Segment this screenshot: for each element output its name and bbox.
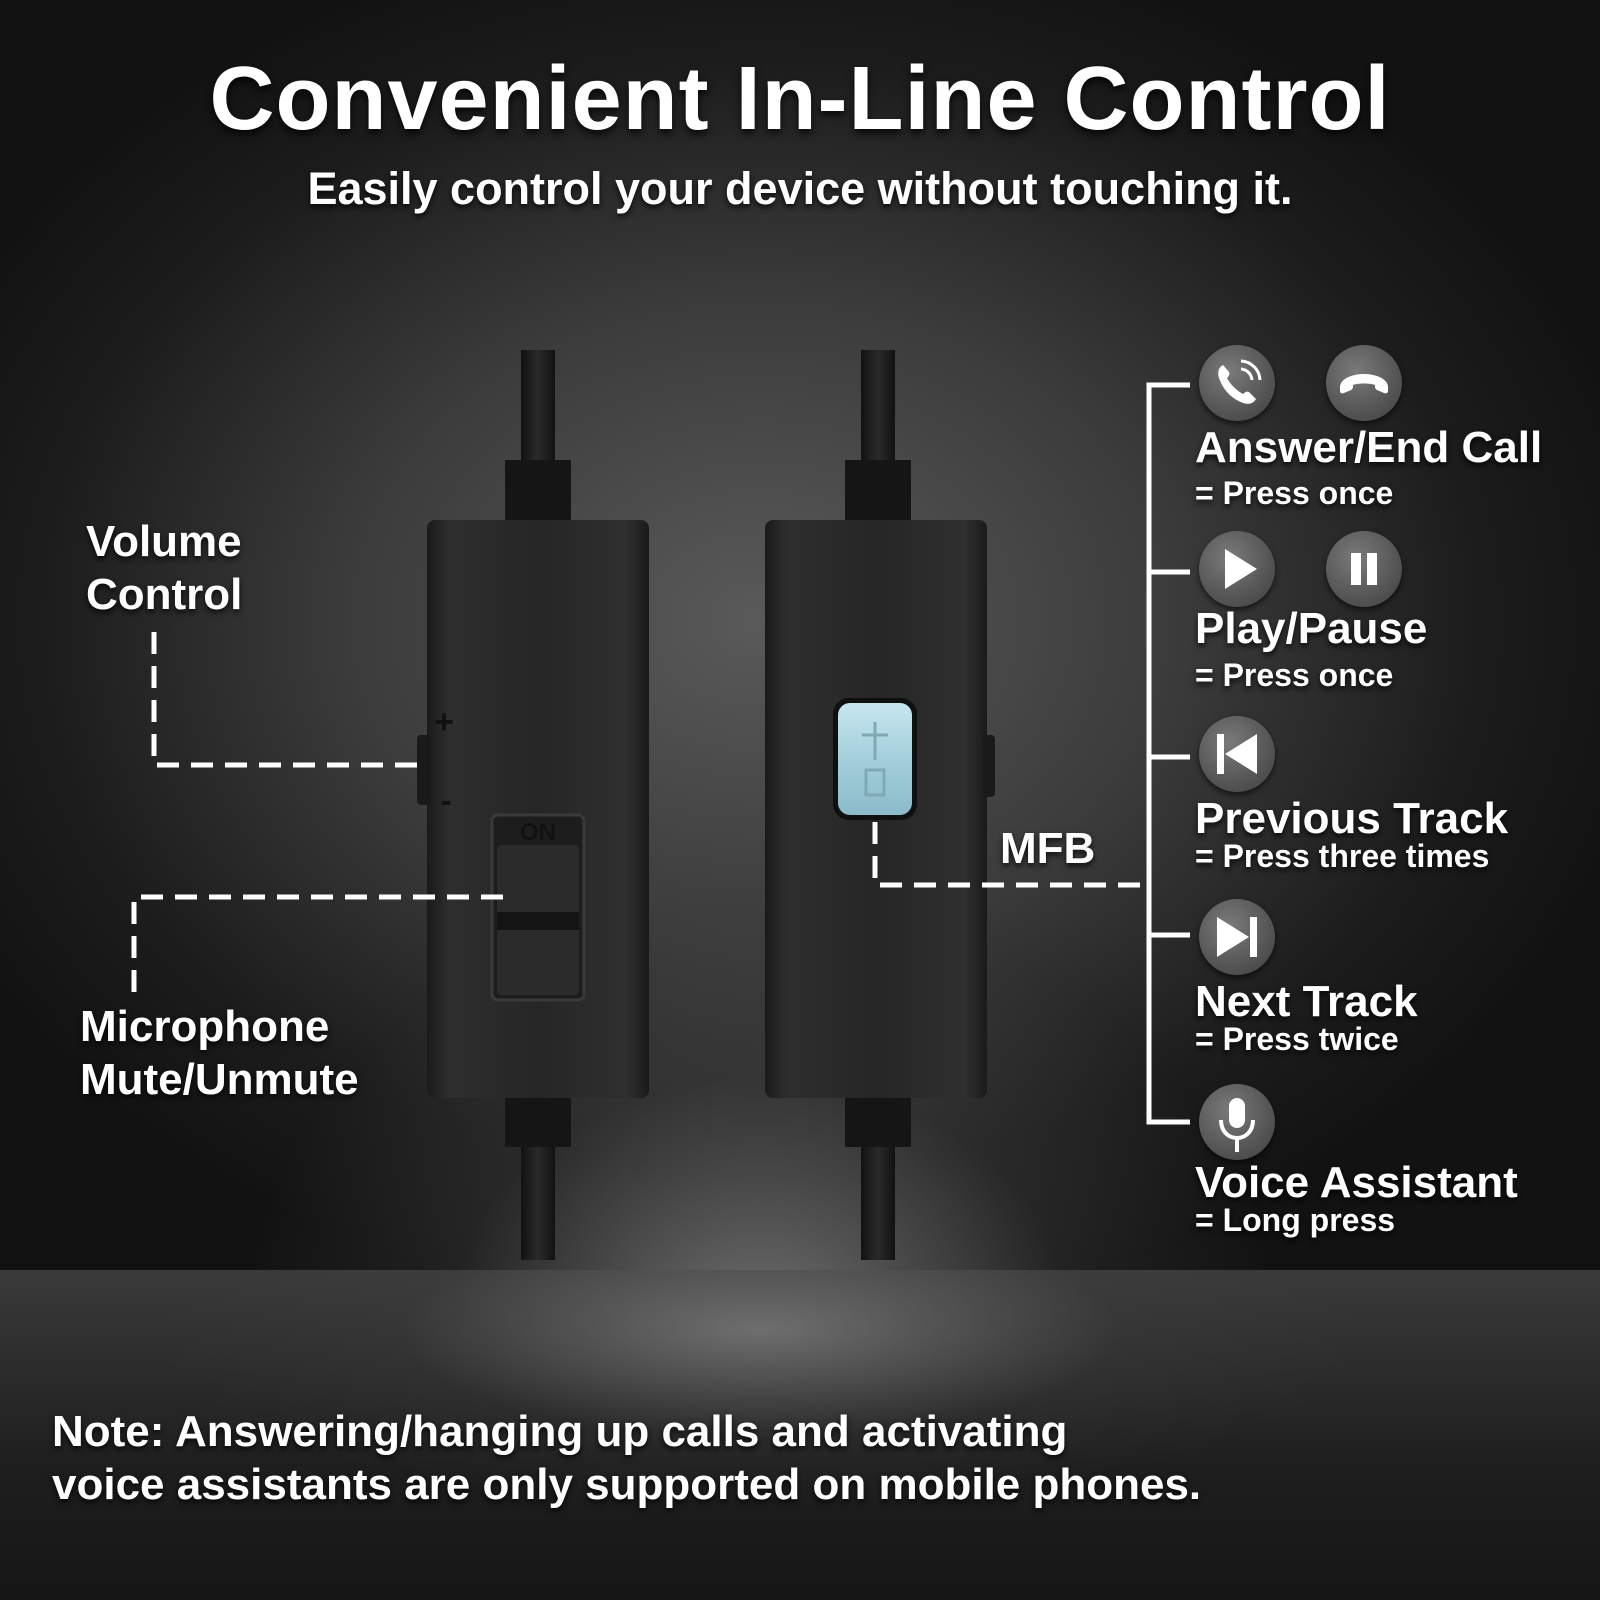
- note-line2: voice assistants are only supported on m…: [52, 1460, 1202, 1509]
- mic-label-line1: Microphone: [80, 1002, 330, 1051]
- previous-track-title: Previous Track: [1195, 794, 1509, 843]
- volume-remote-device: + - ON: [417, 350, 649, 1260]
- play-pause-action: = Press once: [1195, 657, 1394, 693]
- floor-reflection: [0, 1270, 1600, 1600]
- volume-label-line2: Control: [86, 570, 243, 619]
- mic-label-line2: Mute/Unmute: [80, 1055, 359, 1104]
- note-line1: Note: Answering/hanging up calls and act…: [52, 1407, 1068, 1456]
- next-track-title: Next Track: [1195, 977, 1418, 1026]
- right-side-wheel: [983, 735, 995, 797]
- function-bracket-line: [1146, 382, 1190, 1125]
- page-subtitle: Easily control your device without touch…: [307, 163, 1293, 214]
- previous-track-action: = Press three times: [1195, 838, 1490, 874]
- right-cable-bottom: [861, 1140, 895, 1260]
- phone-hangup-icon: [1326, 345, 1402, 421]
- voice-assistant-title: Voice Assistant: [1195, 1158, 1518, 1207]
- mute-switch-ridge: [497, 912, 579, 930]
- callout-lines: [131, 382, 1190, 1125]
- mic-callout-line: [131, 894, 515, 992]
- right-collar-bottom: [845, 1095, 911, 1147]
- mfb-callout-line: [872, 822, 1147, 888]
- volume-wheel: [417, 735, 431, 805]
- play-icon: [1199, 531, 1275, 607]
- volume-plus-symbol: +: [434, 703, 454, 741]
- volume-callout-line: [151, 632, 427, 768]
- right-cable-top: [861, 350, 895, 470]
- left-cable-bottom: [521, 1140, 555, 1260]
- left-collar-top: [505, 460, 571, 522]
- voice-assistant-action: = Long press: [1195, 1202, 1396, 1238]
- volume-control-label: Volume Control: [86, 515, 242, 621]
- answer-end-call-title: Answer/End Call: [1195, 423, 1543, 472]
- answer-end-call-action: = Press once: [1195, 475, 1394, 511]
- left-device-body: [427, 520, 649, 1098]
- play-pause-title: Play/Pause: [1195, 604, 1428, 653]
- phone-answer-icon: [1199, 345, 1275, 421]
- microphone-icon: [1199, 1084, 1275, 1160]
- mobile-support-note: Note: Answering/hanging up calls and act…: [52, 1405, 1201, 1511]
- mfb-label: MFB: [1000, 824, 1096, 873]
- left-cable-top: [521, 350, 555, 470]
- volume-minus-symbol: -: [440, 782, 451, 820]
- microphone-mute-label: Microphone Mute/Unmute: [80, 1000, 359, 1106]
- volume-label-line1: Volume: [86, 517, 242, 566]
- mfb-button-symbol: [862, 722, 888, 797]
- mute-switch-on-label: ON: [520, 819, 556, 846]
- page-title: Convenient In-Line Control: [209, 49, 1391, 149]
- mfb-remote-device: [765, 350, 995, 1260]
- pause-icon: [1326, 531, 1402, 607]
- next-track-icon: [1199, 899, 1275, 975]
- previous-track-icon: [1199, 716, 1275, 792]
- left-collar-bottom: [505, 1095, 571, 1147]
- right-collar-top: [845, 460, 911, 522]
- next-track-action: = Press twice: [1195, 1021, 1399, 1057]
